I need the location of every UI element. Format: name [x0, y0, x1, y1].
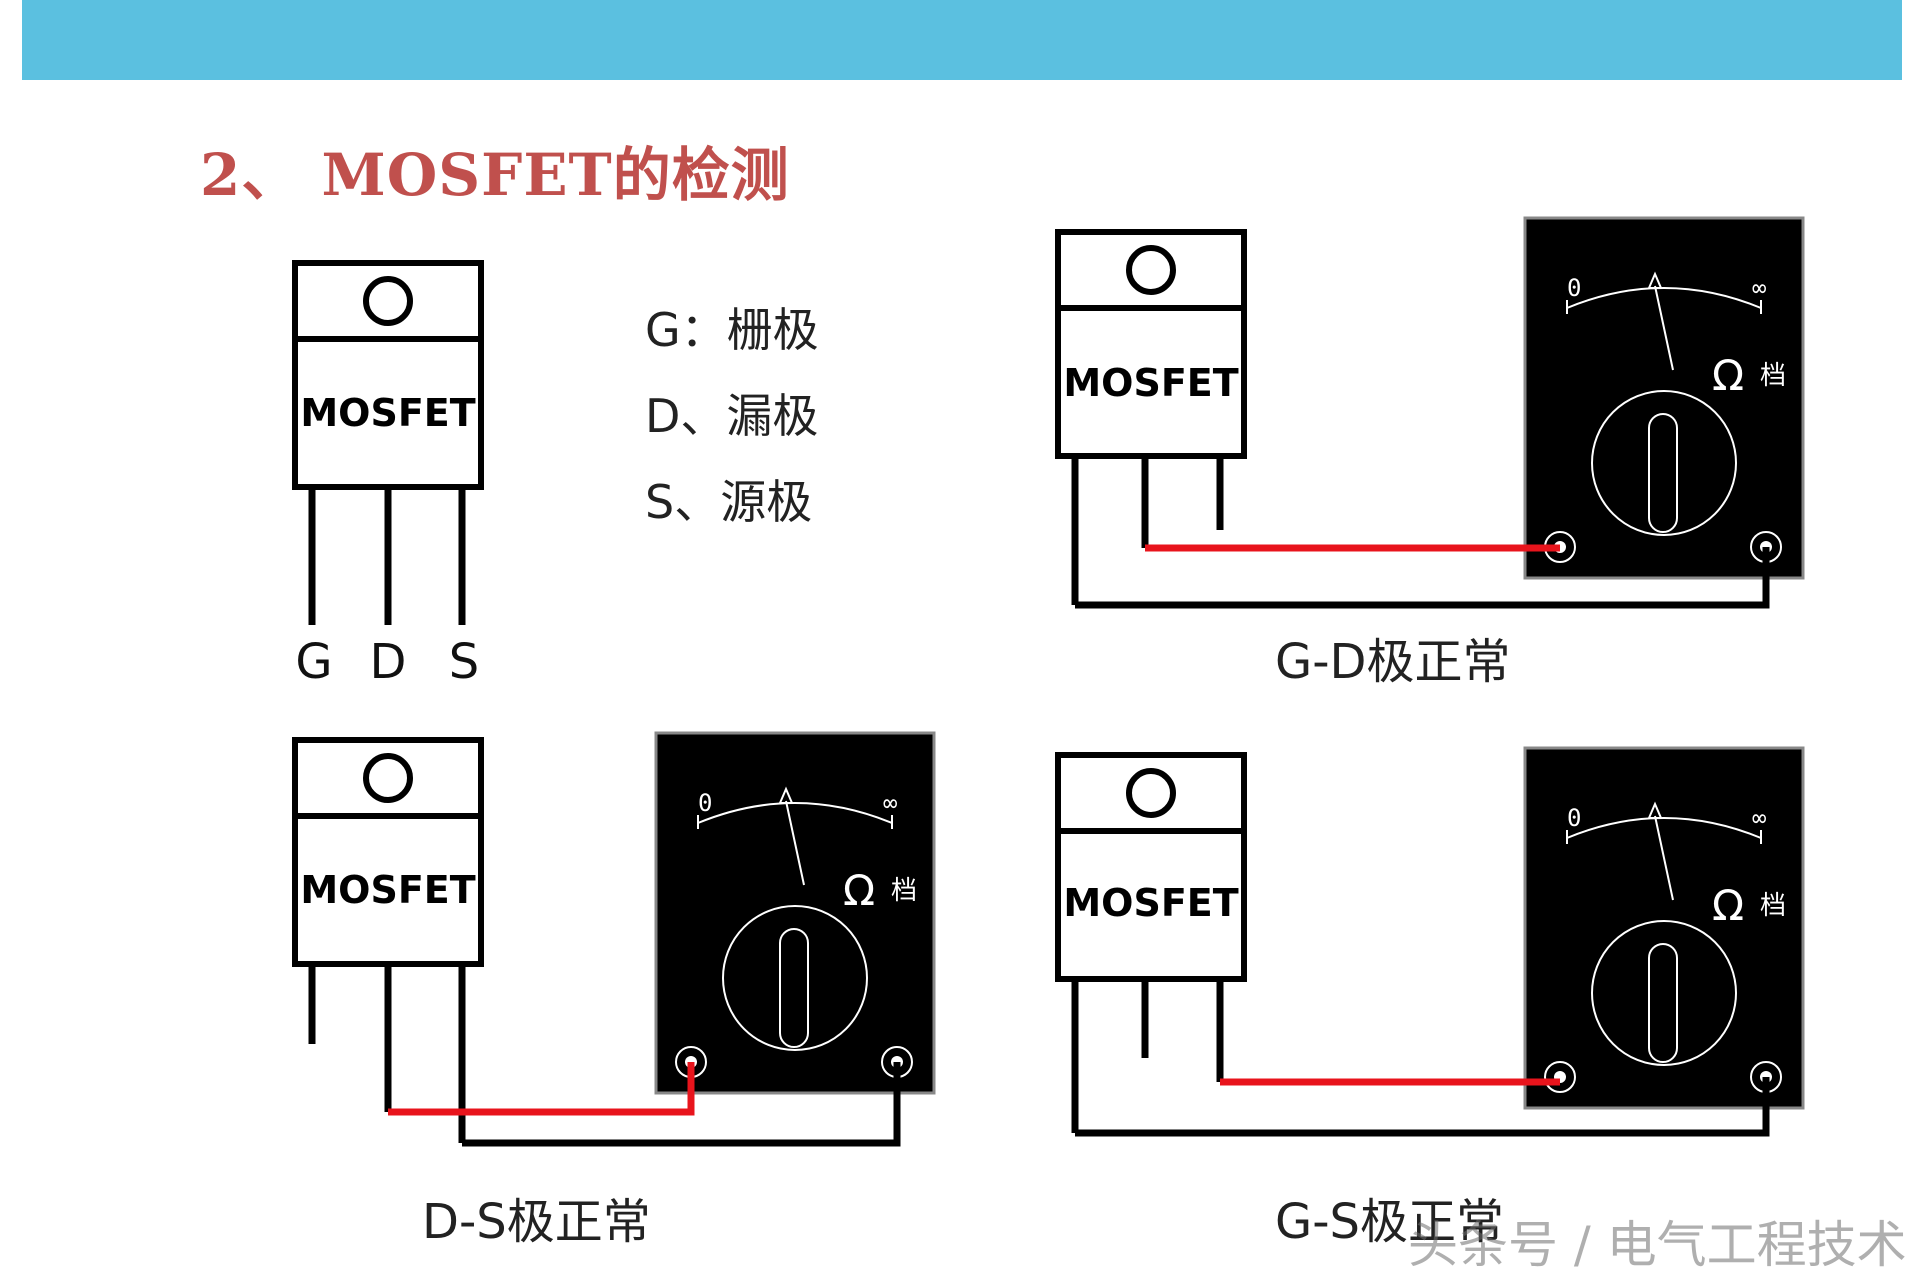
legend-source: S、源极 — [645, 475, 813, 529]
scale-zero-label: 0 — [698, 789, 712, 817]
ohm-mode-text: 档 — [1760, 891, 1786, 921]
pin-legend: G：栅极 D、漏极 S、源极 — [645, 300, 819, 558]
top-banner — [22, 0, 1902, 80]
ohm-mode-text: 档 — [1760, 361, 1786, 391]
chip-label: MOSFET — [300, 868, 475, 912]
caption-gd-normal: G-D极正常 — [1275, 634, 1511, 690]
mosfet-package-reference: MOSFET — [295, 263, 481, 625]
legend-drain: D、漏极 — [645, 389, 819, 443]
chip-label: MOSFET — [1063, 361, 1238, 405]
pin-label-d: D — [369, 634, 407, 690]
scale-zero-label: 0 — [1567, 274, 1581, 302]
ohm-mode-symbol: Ω — [1712, 881, 1744, 930]
gs-test-diagram: MOSFET 0 ∞ Ω 档 — [1058, 746, 1805, 1137]
ohm-mode-symbol: Ω — [843, 866, 875, 915]
ohm-mode-symbol: Ω — [1712, 351, 1744, 400]
chip-label: MOSFET — [1063, 881, 1238, 925]
scale-infinity-label: ∞ — [883, 789, 897, 817]
caption-ds-normal: D-S极正常 — [422, 1194, 651, 1250]
scale-zero-label: 0 — [1567, 804, 1581, 832]
scale-infinity-label: ∞ — [1752, 804, 1766, 832]
pin-label-s: S — [448, 634, 480, 690]
ds-test-diagram: MOSFET 0 ∞ Ω 档 — [295, 731, 936, 1147]
gd-test-diagram: MOSFET 0 ∞ Ω 档 — [1058, 216, 1805, 609]
chip-label: MOSFET — [300, 391, 475, 435]
scale-infinity-label: ∞ — [1752, 274, 1766, 302]
ohm-mode-text: 档 — [891, 876, 917, 906]
legend-gate: G：栅极 — [645, 303, 819, 357]
page-title: 2、 MOSFET的检测 — [200, 141, 790, 209]
caption-gs-normal: G-S极正常 — [1275, 1194, 1504, 1250]
watermark: 头条号 / 电气工程技术 — [1408, 1216, 1907, 1274]
pin-label-g: G — [295, 634, 333, 690]
